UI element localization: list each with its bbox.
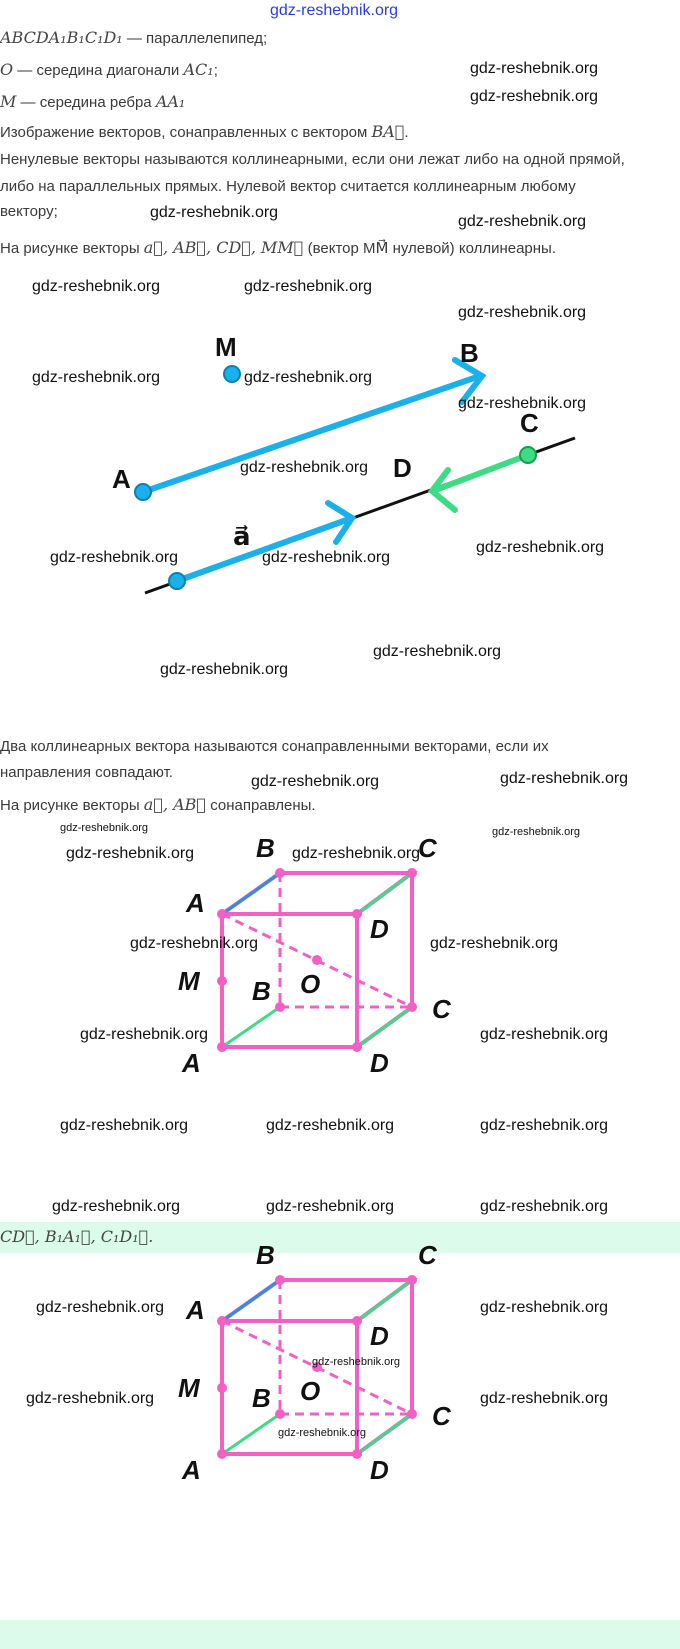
watermark: gdz-reshebnik.org	[150, 204, 279, 221]
label-b: B	[256, 833, 275, 863]
text-line: направления совпадают.	[0, 764, 173, 781]
text-line: либо на параллельных прямых. Нулевой век…	[0, 178, 576, 195]
watermark: gdz-reshebnik.org	[470, 88, 599, 105]
vector-a	[174, 515, 355, 584]
watermark: gdz-reshebnik.org	[480, 1026, 609, 1043]
watermark: gdz-reshebnik.org	[312, 1356, 401, 1368]
watermark: gdz-reshebnik.org	[430, 935, 559, 952]
cube-figure-1	[215, 866, 419, 1054]
watermark: gdz-reshebnik.org	[266, 1117, 395, 1134]
watermark: gdz-reshebnik.org	[50, 549, 179, 566]
label-b1: B	[252, 1383, 271, 1413]
label-d1: D	[370, 1455, 389, 1485]
watermark: gdz-reshebnik.org	[500, 770, 629, 787]
label-c: C	[418, 833, 438, 863]
collinear-figure: A B C D M a⃗	[112, 332, 576, 595]
watermark: gdz-reshebnik.org	[480, 1117, 609, 1134]
watermark: gdz-reshebnik.org	[251, 773, 380, 790]
watermark: gdz-reshebnik.org	[130, 935, 259, 952]
text-line: ABCDA₁B₁C₁D₁ — параллелепипед;	[0, 28, 268, 47]
watermark: gdz-reshebnik.org	[32, 278, 161, 295]
watermark: gdz-reshebnik.org	[292, 845, 421, 862]
watermark: gdz-reshebnik.org	[458, 395, 587, 412]
watermark: gdz-reshebnik.org	[458, 304, 587, 321]
text-line: O — середина диагонали AC₁;	[0, 60, 218, 79]
watermark: gdz-reshebnik.org	[373, 643, 502, 660]
text-line: На рисунке векторы a⃗, AB⃗ сонаправлены.	[0, 795, 316, 814]
arrow-head	[452, 357, 487, 405]
label-a: A	[185, 888, 205, 918]
answer-text: CD⃗, B₁A₁⃗, C₁D₁⃗.	[0, 1227, 154, 1246]
watermark: gdz-reshebnik.org	[266, 1198, 395, 1215]
cube-labels-1: B C A D M O B C A D	[178, 833, 452, 1078]
label-b: B	[460, 338, 479, 368]
watermark: gdz-reshebnik.org	[480, 1299, 609, 1316]
label-a: A	[112, 464, 131, 494]
label-a: A	[185, 1295, 205, 1325]
label-d: D	[370, 1321, 389, 1351]
watermark: gdz-reshebnik.org	[66, 845, 195, 862]
label-d1: D	[370, 1048, 389, 1078]
answer-band-bottom	[0, 1620, 680, 1649]
watermark: gdz-reshebnik.org	[244, 278, 373, 295]
watermark: gdz-reshebnik.org	[480, 1198, 609, 1215]
point-m	[223, 365, 241, 383]
watermark: gdz-reshebnik.org	[240, 459, 369, 476]
vector-ab	[140, 373, 483, 495]
point-c	[519, 446, 537, 464]
watermark: gdz-reshebnik.org	[52, 1198, 181, 1215]
watermark: gdz-reshebnik.org	[60, 1117, 189, 1134]
label-o: O	[300, 969, 320, 999]
watermark: gdz-reshebnik.org	[278, 1427, 367, 1439]
watermark: gdz-reshebnik.org	[470, 60, 599, 77]
vector-cd	[430, 452, 531, 494]
label-m: M	[178, 1373, 201, 1403]
arrow-head	[325, 500, 357, 545]
text-line: вектору;	[0, 203, 58, 220]
text-line: На рисунке векторы a⃗, AB⃗, CD⃗, MM⃗ (ве…	[0, 238, 557, 257]
point-a	[134, 483, 152, 501]
label-a1: A	[181, 1455, 201, 1485]
watermark: gdz-reshebnik.org	[160, 661, 289, 678]
arrow-head	[427, 467, 458, 513]
watermark: gdz-reshebnik.org	[26, 1390, 155, 1407]
watermark: gdz-reshebnik.org	[244, 369, 373, 386]
watermark: gdz-reshebnik.org	[32, 369, 161, 386]
watermark: gdz-reshebnik.org	[492, 826, 581, 838]
label-vector-a: a⃗	[233, 521, 251, 551]
point-a-start	[168, 572, 186, 590]
watermark: gdz-reshebnik.org	[36, 1299, 165, 1316]
watermark: gdz-reshebnik.org	[80, 1026, 209, 1043]
watermark: gdz-reshebnik.org	[458, 213, 587, 230]
label-d: D	[370, 914, 389, 944]
watermark: gdz-reshebnik.org	[60, 822, 149, 834]
label-m: M	[178, 966, 201, 996]
cube-labels-2: B C A D M O B C A D	[178, 1240, 452, 1485]
label-b1: B	[252, 976, 271, 1006]
label-c1: C	[432, 1401, 452, 1431]
label-d: D	[393, 453, 412, 483]
header-watermark: gdz-reshebnik.org	[270, 2, 399, 19]
watermark: gdz-reshebnik.org	[480, 1390, 609, 1407]
text-line: M — середина ребра AA₁	[0, 92, 186, 111]
label-c: C	[418, 1240, 438, 1270]
label-a1: A	[181, 1048, 201, 1078]
watermark: gdz-reshebnik.org	[262, 549, 391, 566]
label-b: B	[256, 1240, 275, 1270]
label-o: O	[300, 1376, 320, 1406]
label-c1: C	[432, 994, 452, 1024]
watermark: gdz-reshebnik.org	[476, 539, 605, 556]
text-line: Два коллинеарных вектора называются сона…	[0, 738, 549, 755]
label-m: M	[215, 332, 237, 362]
answer-band: CD⃗, B₁A₁⃗, C₁D₁⃗.	[0, 1222, 680, 1253]
text-line: Изображение векторов, сонаправленных с в…	[0, 122, 409, 141]
label-c: C	[520, 408, 539, 438]
text-line: Ненулевые векторы называются коллинеарны…	[0, 151, 625, 168]
